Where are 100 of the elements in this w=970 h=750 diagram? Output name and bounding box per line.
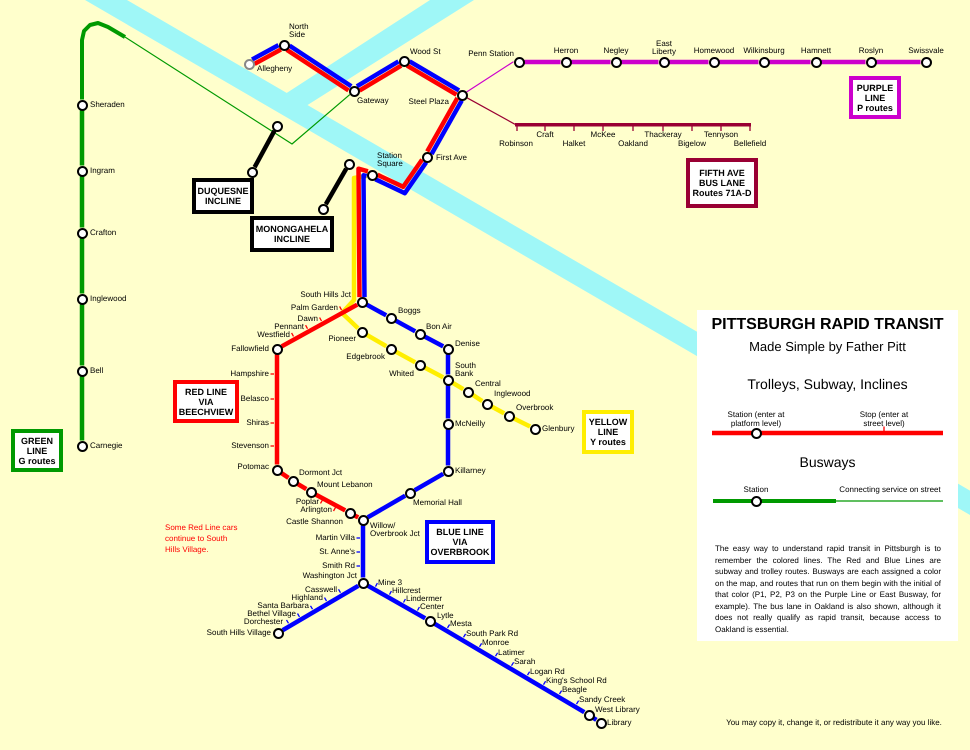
stop-name: Casswell (304, 586, 337, 594)
route-sign (250, 216, 334, 252)
transit-line (253, 48, 282, 66)
stop-name: Highland (291, 594, 323, 602)
incline-track (324, 168, 348, 206)
station-name: Mount Lebanon (317, 481, 373, 489)
transit-line (296, 482, 308, 492)
station-marker-icon (76, 228, 88, 238)
station-name: Edgebrook (346, 353, 385, 361)
route-info: Y routes (590, 437, 626, 447)
station-marker-icon (866, 56, 876, 68)
route-sign (11, 429, 63, 472)
stop-name: Bigelow (678, 140, 706, 148)
stop-name: South Park Rd (466, 630, 518, 638)
stop-name: Craft (536, 131, 554, 139)
transit-line (452, 380, 464, 392)
station-name: Overbrook (516, 404, 554, 412)
station-marker-icon (482, 398, 492, 410)
transit-line (524, 60, 560, 64)
station-marker-icon (76, 366, 88, 376)
stop-name: Latimer (498, 649, 525, 657)
stop-name: Center (420, 603, 444, 611)
station-name: Herron (554, 47, 578, 55)
transit-line (720, 60, 758, 64)
incline-track (252, 130, 276, 168)
station-marker-icon (584, 710, 594, 720)
station-name: Willow/ Overbrook Jct (370, 522, 421, 538)
stop-name: Sarah (514, 658, 536, 666)
station-name: Library (607, 719, 632, 727)
station-marker-icon (658, 56, 670, 68)
transit-line (822, 60, 866, 64)
station-marker-icon (442, 344, 454, 354)
transit-line (434, 622, 586, 714)
line-name: DUQUESNE INCLINE (196, 186, 250, 206)
station-name: Boggs (398, 307, 421, 315)
transit-line (80, 110, 84, 166)
transit-line (408, 59, 460, 92)
station-name: Washington Jct (302, 572, 357, 580)
station-name: Whited (389, 370, 414, 378)
station-marker-icon (386, 312, 396, 324)
station-name: Negley (604, 47, 628, 55)
station-name: Homewood (694, 47, 734, 55)
station-marker-icon (404, 488, 416, 498)
station-marker-icon (344, 158, 354, 170)
description-text: The easy way to understand rapid transit in Pittsburgh is to remember the colored lines. The Red and Blue Lines are subway and trolley routes. Busways are each assigned a color on the map, and routes that run on them begin with the initial of that color (P1, P2, P3 on the Purple Line or East Busway, for example). The bus lane in Oakland is also shown, although it does not really qualify as rapid transit, because access to Oakland is essential. (715, 543, 941, 635)
station-marker-icon (386, 344, 396, 354)
stop-name: McKee (590, 131, 616, 139)
stop-name: Belasco (240, 395, 269, 403)
station-name: Penn Station (468, 50, 514, 58)
map-title: PITTSBURGH RAPID TRANSIT (712, 316, 944, 334)
transit-line (80, 238, 84, 294)
transit-line (374, 161, 428, 196)
stop-name: Dorchester (244, 618, 283, 626)
station-name: Killarney (455, 467, 486, 475)
stop-name: Pennant (274, 323, 304, 331)
transit-line (446, 386, 450, 418)
station-name: Allegheny (257, 65, 292, 73)
station-name: Ingram (90, 167, 115, 175)
station-name: Wilkinsburg (743, 47, 785, 55)
line-name: PURPLE LINE (856, 82, 894, 102)
station-marker-icon (358, 578, 368, 588)
map-subtitle: Made Simple by Father Pitt (749, 339, 906, 354)
station-marker-icon (356, 326, 368, 338)
stop-name: Halket (562, 140, 586, 148)
station-marker-icon (560, 56, 572, 68)
station-marker-icon (76, 294, 88, 304)
stop-name: Thackeray (644, 131, 682, 139)
busway-line (80, 21, 350, 145)
connector-line (466, 61, 514, 92)
stop-name: Monroe (482, 639, 510, 647)
stop-name: Bethel Village (247, 610, 296, 618)
transit-line (512, 416, 532, 429)
license-note: You may copy it, change it, or redistribute it any way you like. (726, 718, 942, 728)
station-name: First Ave (436, 154, 467, 162)
transit-line (366, 494, 406, 520)
station-name: Denise (455, 340, 480, 348)
transit-line (282, 584, 360, 632)
transit-line (80, 376, 84, 440)
section-heading: Trolleys, Subway, Inclines (747, 376, 908, 392)
connector-line (466, 97, 516, 125)
transit-line (424, 366, 444, 380)
station-marker-icon (504, 410, 514, 422)
station-name: Fallowfield (231, 345, 269, 353)
station-name: West Library (595, 706, 640, 714)
station-name: Castle Shannon (286, 518, 343, 526)
station-name: Lytle (437, 612, 454, 620)
station-name: South Hills Jct (300, 291, 351, 299)
transit-line (251, 43, 280, 62)
stop-name: Stevenson (231, 442, 269, 450)
route-sign (173, 380, 239, 423)
legend-label: Station (744, 485, 768, 494)
route-sign (686, 158, 758, 208)
station-name: South Bank (455, 362, 477, 378)
station-name: Memorial Hall (413, 499, 462, 507)
station-marker-icon (76, 100, 88, 110)
station-marker-icon (596, 718, 606, 728)
station-name: Crafton (90, 229, 116, 237)
stop-name: Palm Garden (290, 304, 338, 312)
stop-name: Lindermer (406, 595, 442, 603)
station-marker-icon (272, 628, 284, 638)
